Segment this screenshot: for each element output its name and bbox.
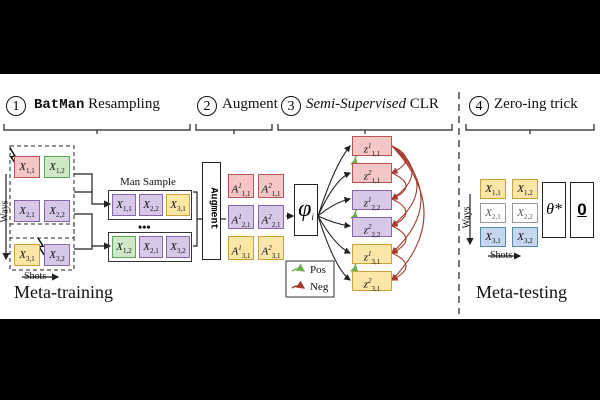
man-x-1: X1,1 xyxy=(112,194,136,216)
step-1-title: BatMan Resampling xyxy=(34,96,160,113)
step-1-rest: Resampling xyxy=(84,96,160,112)
aug-a-2: A21,1 xyxy=(258,174,284,198)
encoder-symbol: φ xyxy=(298,196,312,222)
train-ways-label: Ways xyxy=(0,200,11,223)
zero-box: 0 xyxy=(570,182,594,238)
encoder-fanout xyxy=(317,145,352,281)
aug-a-6: A23,1 xyxy=(258,236,284,260)
meta-testing-title: Meta-testing xyxy=(476,282,567,302)
man-sample-row-1 xyxy=(108,190,192,220)
theta-symbol: θ* xyxy=(546,201,562,218)
figure-panel: 1 BatMan Resampling 2 Augment 3 Semi-Sup… xyxy=(0,74,600,319)
semi-supervised-label: Semi-Supervised xyxy=(306,96,406,112)
test-shots-label: Shots xyxy=(490,250,513,261)
connector-layer xyxy=(2,92,595,314)
step-4-title: Zero-ing trick xyxy=(494,96,578,112)
augment-box-label: Augment xyxy=(207,187,219,230)
train-x-3-2: X3,2 xyxy=(44,244,70,266)
test-ways-label: Ways xyxy=(461,206,473,229)
brace-step4 xyxy=(465,124,595,134)
legend-neg-label: Neg xyxy=(310,281,329,293)
man-x-6: X3,2 xyxy=(166,236,190,258)
augment-box: Augment xyxy=(202,162,221,260)
step-3-number: 3 xyxy=(281,96,301,116)
man-x-2: X2,2 xyxy=(139,194,163,216)
theta-box: θ* xyxy=(542,182,566,238)
step-4-number: 4 xyxy=(469,96,489,116)
test-x-3-1: X3,1 xyxy=(480,227,506,247)
man-x-3: X3,1 xyxy=(166,194,190,216)
test-x-2-2: X2,2 xyxy=(512,203,538,223)
selection-1 xyxy=(9,145,75,239)
train-shots-label: Shots xyxy=(24,271,47,282)
brace-step1 xyxy=(3,124,191,134)
negative-arrows xyxy=(391,145,425,281)
legend-pos-label: Pos xyxy=(310,264,326,276)
encoder-subscript: i xyxy=(311,212,314,223)
legend-box xyxy=(285,260,335,298)
aug-a-1: A11,1 xyxy=(228,174,254,198)
aug-a-3: A12,1 xyxy=(228,205,254,229)
emb-z-4: z22,2 xyxy=(352,217,392,239)
legend-neg-arrow xyxy=(291,280,306,289)
brace-step2 xyxy=(195,124,273,134)
test-x-2-1: X2,1 xyxy=(480,203,506,223)
aug-a-4: A22,1 xyxy=(258,205,284,229)
step-3-title: Semi-Supervised CLR xyxy=(306,96,439,113)
man-sample-row-2 xyxy=(108,232,192,262)
legend-pos-arrow xyxy=(291,263,306,272)
meta-training-title: Meta-training xyxy=(14,282,113,302)
test-x-3-2: X3,2 xyxy=(512,227,538,247)
step-3-rest: CLR xyxy=(405,96,439,112)
train-x-2-2: X2,2 xyxy=(44,200,70,222)
step-2-title: Augment xyxy=(222,96,278,112)
batman-label: BatMan xyxy=(34,97,85,113)
zero-symbol: 0 xyxy=(577,200,587,219)
man-x-5: X2,1 xyxy=(139,236,163,258)
ellipsis: ••• xyxy=(138,220,151,234)
encoder-box: φi xyxy=(294,184,318,236)
man-sample-label: Man Sample xyxy=(120,176,176,188)
emb-z-6: z23,1 xyxy=(352,271,392,293)
train-x-1-2: X1,2 xyxy=(44,156,70,178)
selection-2 xyxy=(9,223,75,271)
emb-z-2: z21,1 xyxy=(352,163,392,185)
emb-z-1: z11,1 xyxy=(352,136,392,158)
train-x-2-1: X2,1 xyxy=(14,200,40,222)
step-1-number: 1 xyxy=(6,96,26,116)
train-x-1-1: X1,1 xyxy=(14,156,40,178)
train-x-3-1: X3,1 xyxy=(14,244,40,266)
man-x-4: X1,2 xyxy=(112,236,136,258)
test-x-1-2: X1,2 xyxy=(512,179,538,199)
aug-a-5: A13,1 xyxy=(228,236,254,260)
lightning-icon-2 xyxy=(37,237,46,257)
emb-z-3: z12,2 xyxy=(352,190,392,212)
test-x-1-1: X1,1 xyxy=(480,179,506,199)
emb-z-5: z13,1 xyxy=(352,244,392,266)
step-2-number: 2 xyxy=(197,96,217,116)
brace-step3 xyxy=(277,124,453,134)
